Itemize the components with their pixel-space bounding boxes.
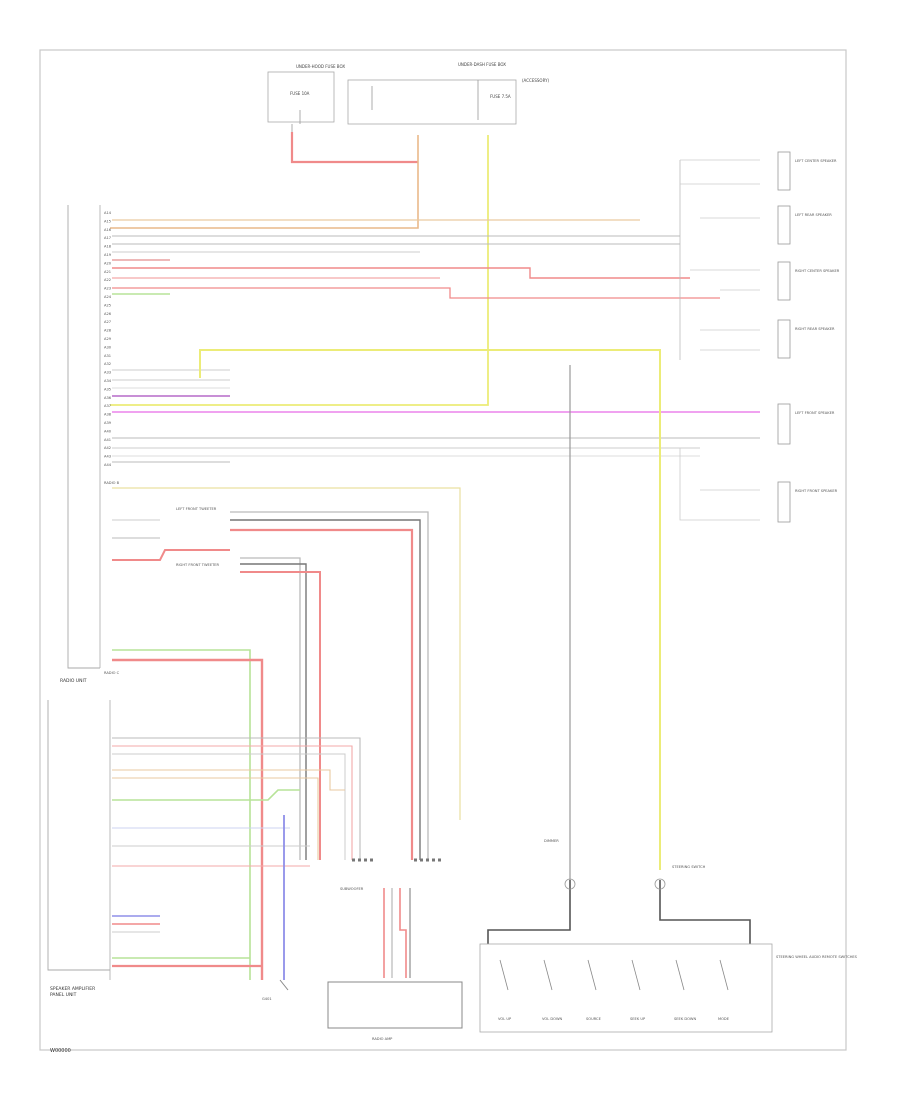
speaker-label-5: RIGHT FRONT SPEAKER xyxy=(795,489,838,493)
radio-pin-a-0: A14 xyxy=(104,211,112,215)
remote-switch-contact-5 xyxy=(719,959,729,991)
left-rear-speaker xyxy=(777,205,791,245)
remote-switch-contact-3 xyxy=(631,959,641,991)
radio-pin-a-27: A41 xyxy=(104,438,111,442)
remote-switch-title: STEERING WHEEL AUDIO REMOTE SWITCHES xyxy=(776,955,858,959)
radio-lower-connector: SPEAKER AMPLIFIER PANEL UNIT xyxy=(47,700,111,998)
radio-connector-b-label: RADIO B xyxy=(104,481,120,485)
radio-pin-a-1: A15 xyxy=(104,219,111,223)
right-center-speaker xyxy=(777,261,791,301)
ground-label-g401: G401 xyxy=(262,997,272,1001)
radio-amp-box: RADIO AMP xyxy=(327,888,463,1041)
radio-pin-a-15: A29 xyxy=(104,337,112,341)
left-fuse-label: FUSE 10A xyxy=(290,91,310,96)
lower-wires xyxy=(112,649,361,980)
remote-switch-label-5: MODE xyxy=(718,1017,730,1021)
radio-pin-a-29: A43 xyxy=(104,455,111,459)
radio-pin-a-25: A39 xyxy=(104,421,112,425)
radio-pin-a-4: A18 xyxy=(104,245,112,249)
right-speakers: LEFT CENTER SPEAKER LEFT REAR SPEAKER RI… xyxy=(679,151,840,523)
radio-pin-a-16: A30 xyxy=(104,345,112,349)
vss-yellow-wire xyxy=(199,349,661,870)
radio-unit-title: RADIO UNIT xyxy=(60,678,87,684)
steering-switch-label: STEERING SWITCH xyxy=(672,865,706,869)
remote-switch-list: VOL UP VOL DOWN SOURCE SEEK UP SEEK DOWN MODE xyxy=(498,959,730,1021)
remote-switch-contact-0 xyxy=(499,959,509,991)
amplifier-title: SPEAKER AMPLIFIER xyxy=(50,986,95,992)
radio-pin-a-2: A16 xyxy=(104,228,112,232)
radio-pin-a-7: A21 xyxy=(104,270,111,274)
yellow-acc-wire xyxy=(110,135,489,406)
tweeter-label-1: RIGHT FRONT TWEETER xyxy=(176,563,220,567)
radio-pin-a-23: A37 xyxy=(104,404,111,408)
radio-pin-labels: A14A15A16A17A18A19A20A21A22A23A24A25A26A… xyxy=(104,211,112,467)
remote-switch-label-3: SEEK UP xyxy=(630,1017,646,1021)
right-fuse-label: FUSE 7.5A xyxy=(490,94,511,99)
amplifier-subtitle: PANEL UNIT xyxy=(50,992,77,998)
radio-pin-a-12: A26 xyxy=(104,312,112,316)
radio-pin-a-24: A38 xyxy=(104,413,112,417)
radio-amp-label: RADIO AMP xyxy=(372,1037,393,1041)
radio-pin-a-3: A17 xyxy=(104,236,111,240)
radio-pin-a-20: A34 xyxy=(104,379,112,383)
right-fuse-box-title: UNDER-DASH FUSE BOX xyxy=(458,62,506,67)
left-fuse-box-title: UNDER-HOOD FUSE BOX xyxy=(296,64,345,69)
radio-pin-a-9: A23 xyxy=(104,287,111,291)
remote-switch-contact-1 xyxy=(543,959,553,991)
speaker-label-4: LEFT FRONT SPEAKER xyxy=(795,411,835,415)
subwoofer-label: SUBWOOFER xyxy=(340,887,364,891)
radio-pin-a-26: A40 xyxy=(104,429,112,433)
ground-symbols: G401 xyxy=(262,979,289,1001)
radio-unit: RADIO UNIT RADIO B RADIO C xyxy=(60,205,120,684)
right-fuse-note: (ACCESSORY) xyxy=(522,78,550,83)
radio-pin-a-8: A22 xyxy=(104,278,111,282)
subwoofer-connectors: SUBWOOFER xyxy=(340,858,444,891)
radio-pin-a-22: A36 xyxy=(104,396,112,400)
radio-pin-a-30: A44 xyxy=(104,463,112,467)
radio-pin-a-28: A42 xyxy=(104,446,111,450)
radio-connector-c-label: RADIO C xyxy=(104,671,120,675)
radio-pin-a-18: A32 xyxy=(104,362,111,366)
power-wire-red xyxy=(290,132,418,164)
tweeter-label-0: LEFT FRONT TWEETER xyxy=(176,507,217,511)
diagram-border xyxy=(39,49,847,1051)
footer-code: W00000 xyxy=(50,1048,71,1054)
radio-pin-a-5: A19 xyxy=(104,253,112,257)
radio-pin-a-21: A35 xyxy=(104,387,111,391)
radio-pin-a-11: A25 xyxy=(104,303,111,307)
remote-switch-label-0: VOL UP xyxy=(498,1017,512,1021)
radio-pin-a-6: A20 xyxy=(104,261,112,265)
radio-pin-a-17: A31 xyxy=(104,354,111,358)
radio-pin-a-13: A27 xyxy=(104,320,111,324)
speaker-label-2: RIGHT CENTER SPEAKER xyxy=(795,269,840,273)
right-rear-speaker xyxy=(777,319,791,359)
dimmer-label: DIMMER xyxy=(544,839,559,843)
remote-switch-label-2: SOURCE xyxy=(586,1017,602,1021)
radio-pin-a-14: A28 xyxy=(104,329,112,333)
remote-switch-label-1: VOL DOWN xyxy=(542,1017,563,1021)
tweeter-wires: LEFT FRONT TWEETER RIGHT FRONT TWEETER xyxy=(112,507,429,860)
remote-switch-label-4: SEEK DOWN xyxy=(674,1017,696,1021)
right-front-speaker xyxy=(777,481,791,523)
speaker-label-3: RIGHT REAR SPEAKER xyxy=(795,327,835,331)
orange-wire xyxy=(110,135,419,229)
speaker-wires xyxy=(112,219,760,820)
radio-pin-a-19: A33 xyxy=(104,371,111,375)
left-front-speaker xyxy=(777,403,791,445)
remote-switch-contact-4 xyxy=(675,959,685,991)
right-fuse-box: UNDER-DASH FUSE BOX (ACCESSORY) FUSE 7.5… xyxy=(347,62,550,125)
speaker-label-1: LEFT REAR SPEAKER xyxy=(795,213,832,217)
remote-switch-box: STEERING WHEEL AUDIO REMOTE SWITCHES STE… xyxy=(479,839,858,1033)
speaker-label-0: LEFT CENTER SPEAKER xyxy=(795,159,837,163)
left-center-speaker xyxy=(777,151,791,191)
radio-pin-a-10: A24 xyxy=(104,295,112,299)
left-fuse-box: UNDER-HOOD FUSE BOX FUSE 10A xyxy=(267,64,345,132)
remote-switch-contact-2 xyxy=(587,959,597,991)
